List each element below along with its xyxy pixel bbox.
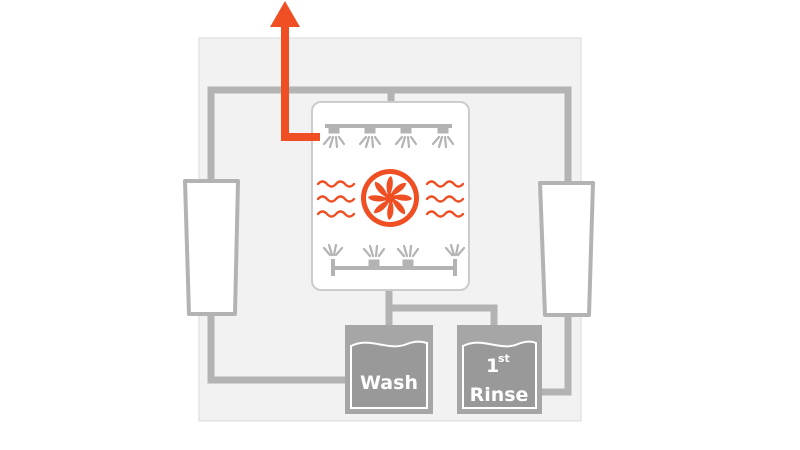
drain-pipe-rinse xyxy=(389,304,498,326)
heat-wave-icon-left xyxy=(316,180,356,218)
heat-wave-icon-right xyxy=(425,180,465,218)
top-spray-arm xyxy=(322,124,455,149)
rinse-tank-superscript: st xyxy=(498,352,510,365)
spray-nozzle-icon xyxy=(358,125,382,149)
bottom-spray-arm xyxy=(322,243,466,276)
pipe-network xyxy=(207,86,572,396)
rinse-tank-number: 1 xyxy=(486,355,499,377)
spray-nozzle-icon xyxy=(394,125,418,149)
spray-nozzle-icon xyxy=(362,244,386,267)
left-lower-pipe xyxy=(207,312,347,384)
exhaust-arrow-icon xyxy=(270,1,320,141)
wash-tank-label: Wash xyxy=(360,372,418,394)
wash-tank: Wash xyxy=(345,325,433,414)
rinse-tank-liquid xyxy=(462,340,537,409)
fan-icon xyxy=(361,169,419,227)
wash-tank-liquid xyxy=(350,340,428,409)
spray-nozzle-icon xyxy=(431,125,455,149)
spray-nozzle-icon xyxy=(396,244,420,267)
right-lower-pipe xyxy=(540,312,572,396)
rinse-tank-label: Rinse xyxy=(470,384,529,406)
left-filter xyxy=(183,179,240,316)
spray-nozzle-icon xyxy=(322,125,346,149)
right-filter xyxy=(538,181,595,317)
spray-nozzle-icon xyxy=(444,243,466,257)
filter-icon xyxy=(538,181,595,317)
rinse-tank: 1 st Rinse xyxy=(457,325,542,414)
spray-nozzle-icon xyxy=(322,243,344,257)
filter-icon xyxy=(183,179,240,316)
